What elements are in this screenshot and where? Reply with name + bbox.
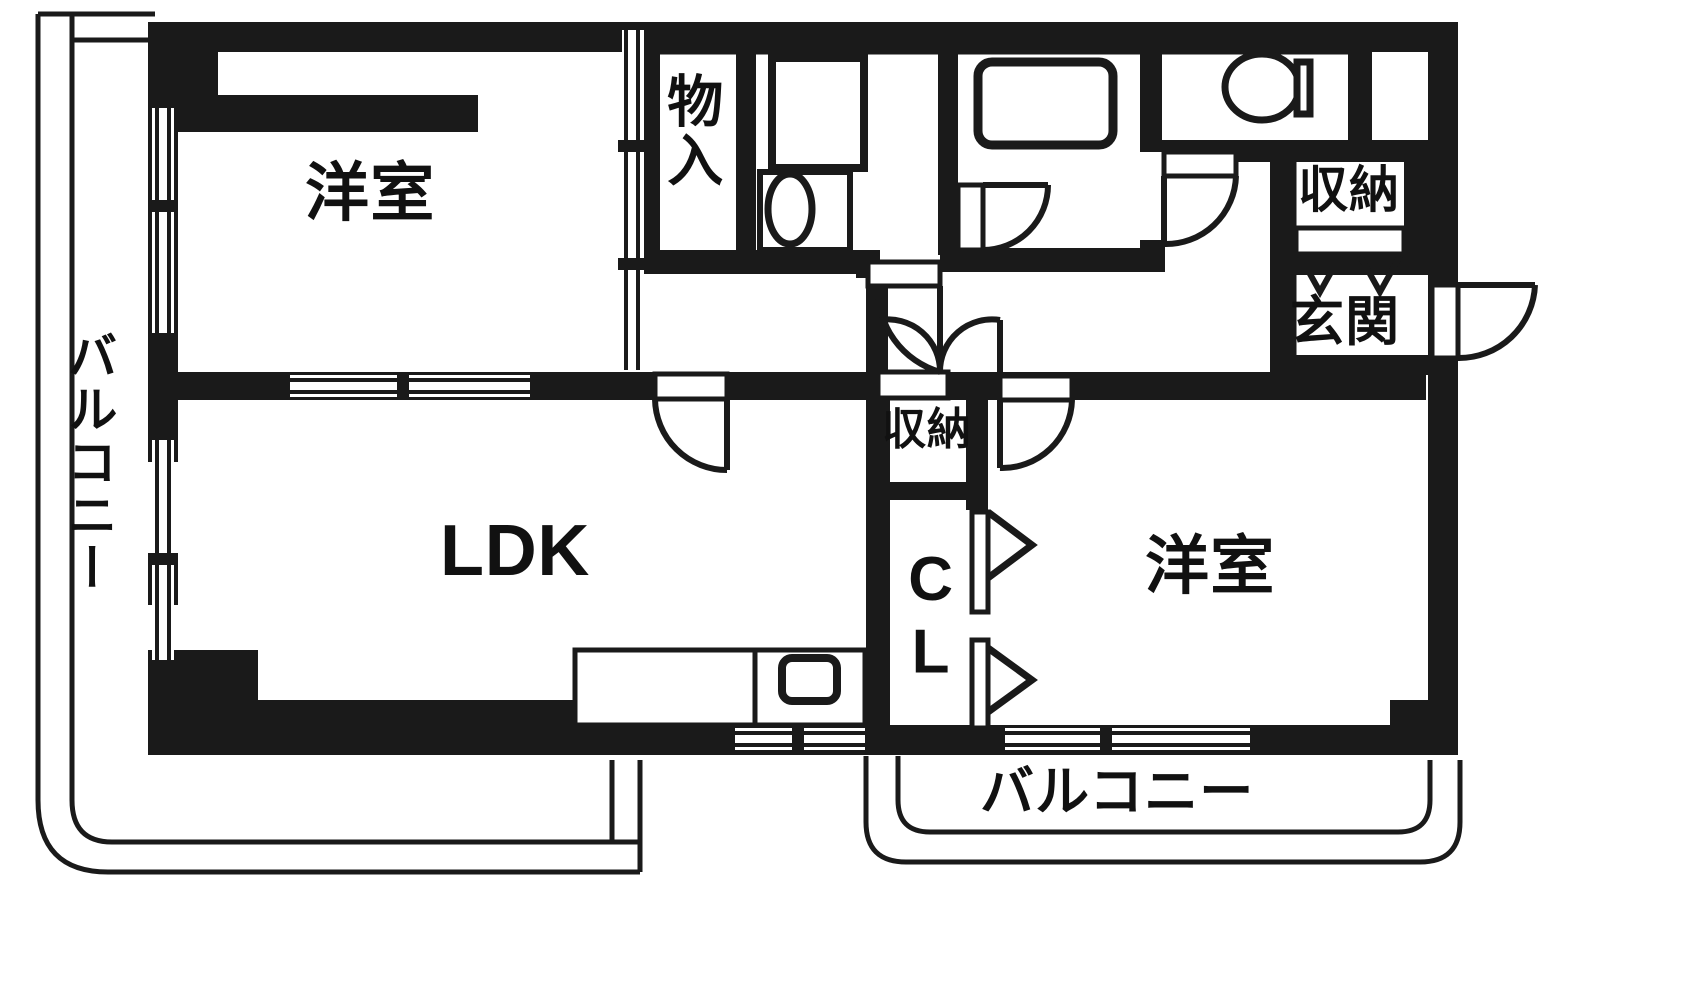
sliding-door-monoire[interactable] [618, 30, 644, 370]
shuno-closet-doors[interactable] [1293, 225, 1407, 299]
sliding-window-ldk-bottom[interactable] [735, 725, 865, 755]
room-label-monoire: 物入 [657, 72, 723, 191]
room-label-yoshitsu-top: 洋室 [305, 157, 436, 231]
interior-outlines [660, 49, 1348, 355]
bathtub-icon [973, 57, 1118, 150]
balcony-bottom-outline [863, 756, 1463, 865]
room-label-genkan: 玄関 [1290, 290, 1401, 353]
kitchen-counter-icon [572, 647, 868, 728]
wash-basin-icon [757, 169, 853, 253]
hinged-door-washroom[interactable] [1161, 149, 1239, 248]
entry-zone-walls [630, 22, 1428, 375]
room-label-ldk: LDK [440, 511, 591, 591]
washing-machine-icon [768, 54, 868, 172]
closet-folding-doors[interactable] [969, 509, 1038, 731]
kitchen-sink-icon [778, 654, 841, 705]
room-label-balcony-bottom: バルコニー [980, 760, 1255, 823]
sliding-window-ldk-left[interactable] [148, 440, 178, 660]
room-label-balcony-left: バルコニー [59, 330, 118, 595]
room-label-shuno-entry: 収納 [1298, 161, 1400, 219]
sliding-window-bedroom-right[interactable] [1005, 725, 1250, 755]
sliding-window-bedroom-top[interactable] [148, 108, 178, 333]
toilet-icon [1221, 50, 1314, 124]
hinged-door-bedroom-right[interactable] [997, 373, 1075, 472]
entrance-door[interactable] [1429, 282, 1538, 362]
hinged-door-ldk[interactable] [652, 371, 730, 473]
sliding-window-ldk-top[interactable] [290, 372, 530, 400]
room-label-shuno-hall: 収納 [882, 404, 972, 455]
hinged-door-bath[interactable] [955, 182, 1051, 253]
room-label-yoshitsu-right: 洋室 [1145, 530, 1276, 604]
balcony-left-end [609, 760, 643, 872]
double-swing-door-hall[interactable] [865, 259, 1003, 401]
balcony-left-outline [35, 11, 640, 875]
room-label-closet: CL [896, 545, 966, 691]
